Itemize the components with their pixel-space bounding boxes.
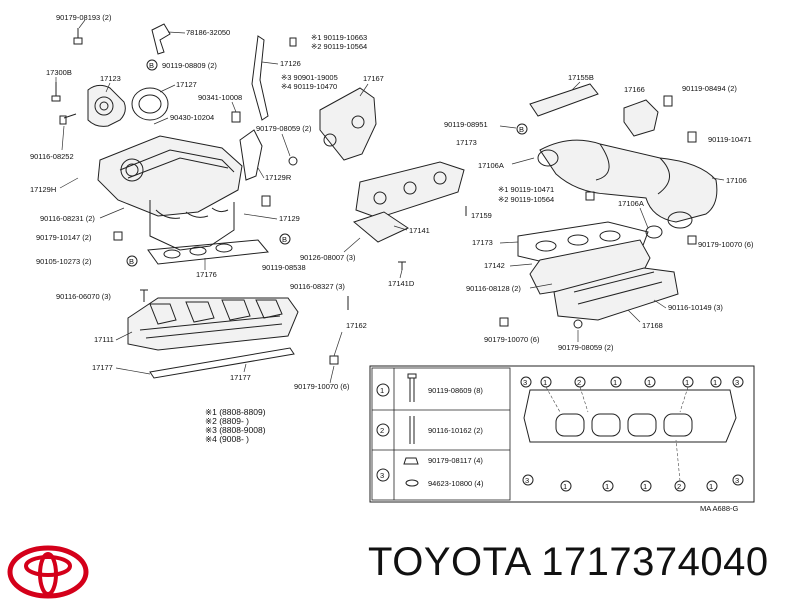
svg-text:2: 2 — [577, 378, 581, 387]
label-90119-10471-a: 90119-10471 — [708, 135, 752, 144]
label-90119-10471-b: ※1 90119-10471 — [498, 185, 554, 194]
exhaust-manifold-right: 17159 17173 17142 90116-08128 (2) 90116-… — [465, 206, 723, 352]
label-17162: 17162 — [346, 321, 367, 330]
figure-code: MA A688-G — [700, 504, 739, 513]
intake-plenum-assembly: 90179-08193 (2) 17300B 17123 17127 78186… — [30, 13, 306, 279]
label-17155B: 17155B — [568, 73, 594, 82]
label-90116-08128: 90116-08128 (2) — [466, 284, 521, 293]
label-90179-10147: 90179-10147 (2) — [36, 233, 92, 242]
label-17173-a: 17173 — [456, 138, 477, 147]
label-17123: 17123 — [100, 74, 121, 83]
brand-name: TOYOTA — [368, 540, 530, 584]
brand-part-number: TOYOTA 1717374040 — [368, 540, 769, 585]
legend-row3-part-b: 94623-10800 (4) — [428, 479, 484, 488]
cylinder-head-assembly: 90116-06070 (3) 17111 17177 17177 90116-… — [56, 282, 367, 382]
svg-text:1: 1 — [543, 378, 547, 387]
svg-text:1: 1 — [713, 378, 717, 387]
applicability-codes: ※1 (8808-8809) ※2 (8809- ) ※3 (8808-9008… — [205, 407, 266, 444]
label-78186-32050: 78186-32050 — [186, 28, 230, 37]
label-90179-10070-b: 90179-10070 (6) — [484, 335, 540, 344]
label-17126: 17126 — [280, 59, 301, 68]
legend-row3-part-a: 90179-08117 (4) — [428, 456, 483, 465]
label-17141D: 17141D — [388, 279, 415, 288]
label-17106: 17106 — [726, 176, 747, 185]
svg-text:1: 1 — [563, 482, 567, 491]
svg-text:2: 2 — [677, 482, 681, 491]
legend-row1-part: 90119-08609 (8) — [428, 386, 483, 395]
label-17141: 17141 — [409, 226, 430, 235]
label-17142: 17142 — [484, 261, 505, 270]
label-90430-10204: 90430-10204 — [170, 113, 214, 122]
legend-row1-num: 1 — [380, 386, 384, 395]
legend-row2-part: 90116-10162 (2) — [428, 426, 483, 435]
exhaust-manifold-left: 17167 17141 90126-08007 (3) 17141D 90179… — [294, 74, 465, 391]
label-17177-b: 17177 — [230, 373, 251, 382]
label-17127: 17127 — [176, 80, 197, 89]
label-90341-10008: 90341-10008 — [198, 93, 242, 102]
label-90179-10070-a: 90179-10070 (6) — [698, 240, 754, 249]
svg-text:B: B — [129, 257, 134, 266]
svg-text:3: 3 — [735, 378, 739, 387]
label-17173-b: 17173 — [472, 238, 493, 247]
label-90179-10070-c: 90179-10070 (6) — [294, 382, 350, 391]
label-90901-19005: ※3 90901-19005 — [281, 73, 338, 82]
legend-row2-num: 2 — [380, 426, 384, 435]
label-17129R: 17129R — [265, 173, 292, 182]
label-17106A-b: 17106A — [618, 199, 644, 208]
svg-text:1: 1 — [647, 378, 651, 387]
fastener-inset: 1 90119-08609 (8) 2 90116-10162 (2) 3 90… — [369, 365, 755, 513]
label-90116-06070: 90116-06070 (3) — [56, 292, 111, 301]
code-3: ※3 (8808-9008) — [205, 425, 266, 435]
svg-text:B: B — [519, 125, 524, 134]
svg-text:3: 3 — [735, 476, 739, 485]
svg-text:B: B — [282, 235, 287, 244]
code-4: ※4 (9008- ) — [205, 434, 249, 444]
label-17111: 17111 — [94, 335, 114, 344]
label-90119-08538: 90119-08538 — [262, 263, 306, 272]
label-90119-10564-b: ※2 90119-10564 — [498, 195, 554, 204]
label-17159: 17159 — [471, 211, 492, 220]
label-90179-08059-a: 90179-08059 (2) — [256, 124, 312, 133]
code-2: ※2 (8809- ) — [205, 416, 249, 426]
label-90116-08327: 90116-08327 (3) — [290, 282, 345, 291]
svg-text:1: 1 — [709, 482, 713, 491]
svg-text:B: B — [149, 61, 154, 70]
stay-bracket-assembly: 17126 ※1 90119-10663 ※2 90119-10564 ※3 9… — [198, 33, 367, 166]
label-90116-10149: 90116-10149 (3) — [668, 303, 723, 312]
label-17176: 17176 — [196, 270, 217, 279]
label-90119-10663: ※1 90119-10663 — [311, 33, 367, 42]
exhaust-pipe-assembly: 17155B 17166 90119-08494 (2) B 90119-089… — [444, 73, 754, 249]
svg-text:1: 1 — [685, 378, 689, 387]
label-90126-08007: 90126-08007 (3) — [300, 253, 356, 262]
label-90179-08193: 90179-08193 (2) — [56, 13, 112, 22]
part-number: 1717374040 — [541, 540, 769, 584]
label-17177-a: 17177 — [92, 363, 113, 372]
label-90119-10470: ※4 90119-10470 — [281, 82, 337, 91]
label-90119-08951: 90119-08951 — [444, 120, 488, 129]
code-1: ※1 (8808-8809) — [205, 407, 266, 417]
label-17167: 17167 — [363, 74, 384, 83]
label-90119-08809: 90119-08809 (2) — [162, 61, 217, 70]
label-90119-08494: 90119-08494 (2) — [682, 84, 737, 93]
label-17300B: 17300B — [46, 68, 72, 77]
label-17129: 17129 — [279, 214, 300, 223]
label-90179-08059-b: 90179-08059 (2) — [558, 343, 614, 352]
svg-text:3: 3 — [523, 378, 527, 387]
label-17168: 17168 — [642, 321, 663, 330]
toyota-logo-icon — [7, 545, 89, 599]
svg-text:1: 1 — [643, 482, 647, 491]
svg-text:3: 3 — [525, 476, 529, 485]
parts-diagram: 90179-08193 (2) 17300B 17123 17127 78186… — [30, 13, 755, 513]
svg-text:1: 1 — [605, 482, 609, 491]
gasket-markers-top: 3 1 2 1 1 1 1 3 — [520, 376, 744, 388]
label-17129H: 17129H — [30, 185, 56, 194]
label-90116-08231: 90116-08231 (2) — [40, 214, 95, 223]
label-17106A-a: 17106A — [478, 161, 504, 170]
label-17166: 17166 — [624, 85, 645, 94]
label-90119-10564: ※2 90119-10564 — [311, 42, 367, 51]
label-90116-08252: 90116-08252 — [30, 152, 74, 161]
svg-text:1: 1 — [613, 378, 617, 387]
legend-row3-num: 3 — [380, 471, 384, 480]
label-90105-10273: 90105-10273 (2) — [36, 257, 92, 266]
